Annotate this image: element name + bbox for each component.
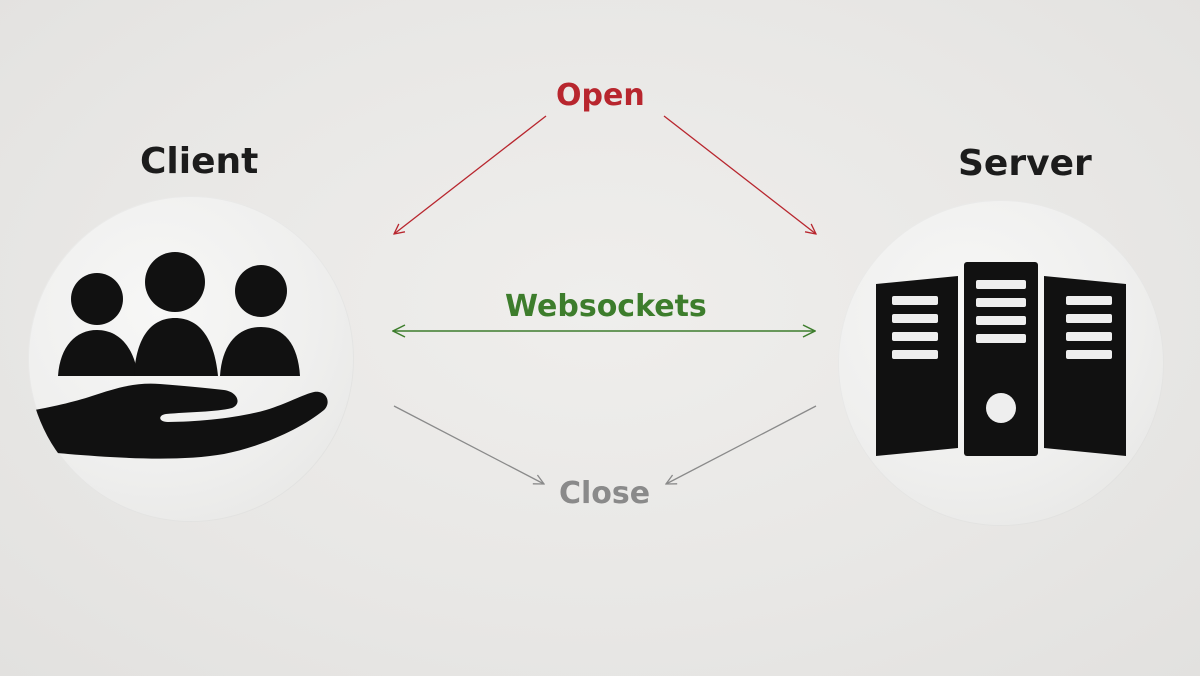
- open-to-client-arrow: [394, 115, 547, 234]
- client-node: [28, 196, 354, 522]
- server-title: Server: [958, 143, 1092, 184]
- open-to-server-arrow: [663, 115, 816, 234]
- people-in-hand-icon: [28, 252, 328, 459]
- client-title: Client: [140, 141, 259, 182]
- server-rack-icon: [876, 262, 1126, 456]
- server-to-close-arrow: [666, 405, 817, 484]
- server-node: [838, 200, 1164, 526]
- open-label: Open: [556, 78, 645, 113]
- close-label: Close: [559, 476, 651, 511]
- client-to-close-arrow: [393, 405, 544, 484]
- websockets-label: Websockets: [505, 289, 707, 324]
